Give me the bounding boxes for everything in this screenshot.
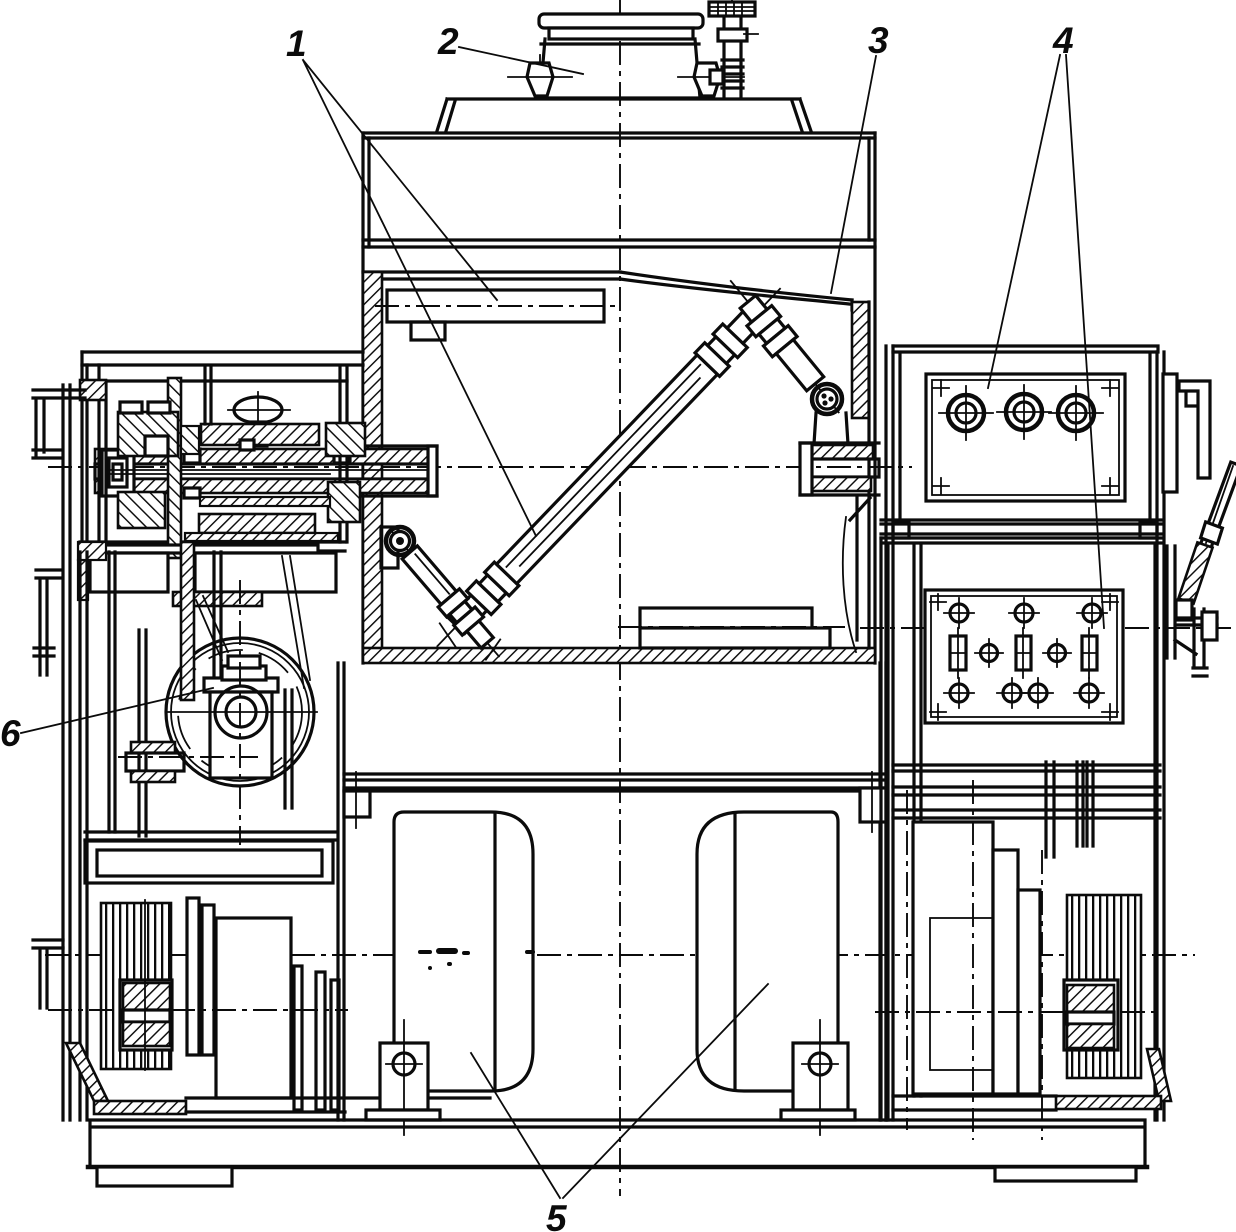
svg-text:4: 4: [1052, 20, 1074, 61]
svg-text:1: 1: [286, 23, 307, 64]
svg-text:3: 3: [868, 20, 889, 61]
svg-text:5: 5: [546, 1198, 568, 1232]
svg-text:2: 2: [437, 21, 459, 62]
svg-text:6: 6: [0, 713, 21, 754]
